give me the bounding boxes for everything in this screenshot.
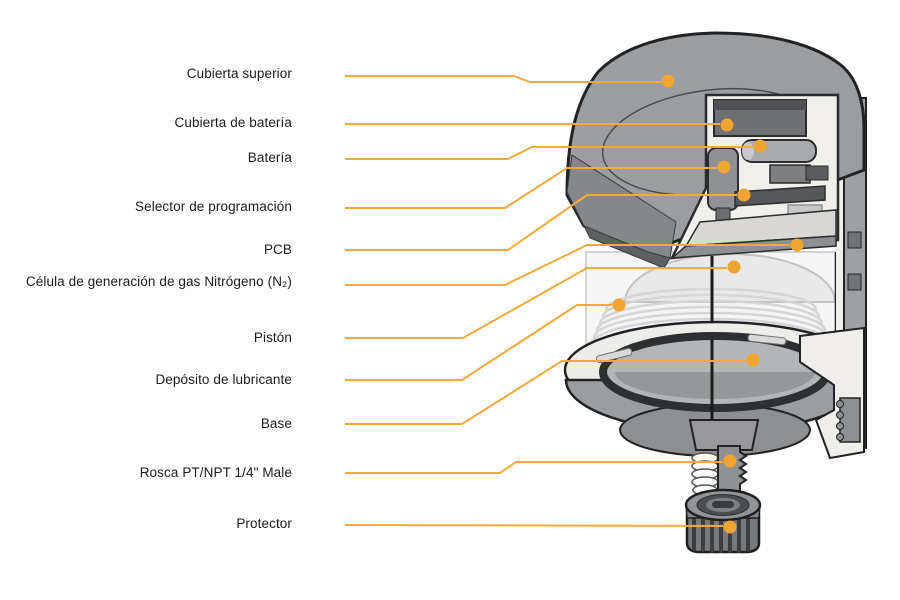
label-cubierta-superior: Cubierta superior — [186, 66, 292, 81]
label-selector-programacion: Selector de programación — [135, 199, 292, 214]
leader-line-0 — [345, 75, 662, 83]
battery-shape — [741, 139, 817, 163]
leader-line-7 — [345, 304, 612, 381]
anchor-dot-2 — [753, 139, 767, 153]
leader-line-3 — [345, 167, 717, 209]
anchor-dot-4 — [737, 188, 751, 202]
anchor-dot-5 — [790, 238, 804, 252]
anchor-dot-0 — [661, 74, 675, 88]
label-deposito-lubricante: Depósito de lubricante — [155, 372, 292, 387]
anchor-dot-7 — [612, 298, 626, 312]
anchor-dot-6 — [727, 260, 741, 274]
leader-line-4 — [345, 194, 737, 251]
leader-line-5 — [345, 244, 790, 286]
anchor-dot-8 — [746, 353, 760, 367]
anchor-dot-9 — [723, 454, 737, 468]
leader-line-8 — [345, 360, 746, 425]
anchor-dot-3 — [717, 160, 731, 174]
label-base: Base — [260, 416, 292, 431]
label-celula-nitrogeno: Célula de generación de gas Nitrógeno (N… — [25, 274, 292, 289]
pcb-shape — [734, 185, 826, 207]
label-cubierta-de-bateria: Cubierta de batería — [174, 115, 292, 130]
label-pcb: PCB — [263, 242, 292, 257]
label-bateria: Batería — [247, 150, 292, 165]
leader-line-2 — [345, 146, 753, 160]
label-rosca-pt-npt: Rosca PT/NPT 1/4" Male — [139, 465, 292, 480]
label-protector: Protector — [236, 516, 292, 531]
anchor-dot-1 — [720, 118, 734, 132]
leader-line-6 — [345, 267, 727, 339]
upper-unit-section — [669, 93, 840, 260]
leader-line-9 — [345, 461, 723, 474]
leader-lines — [344, 74, 804, 534]
label-piston: Pistón — [253, 330, 292, 345]
protector-cap-shape — [684, 488, 762, 554]
anchor-dot-10 — [723, 520, 737, 534]
leader-line-10 — [344, 524, 724, 527]
